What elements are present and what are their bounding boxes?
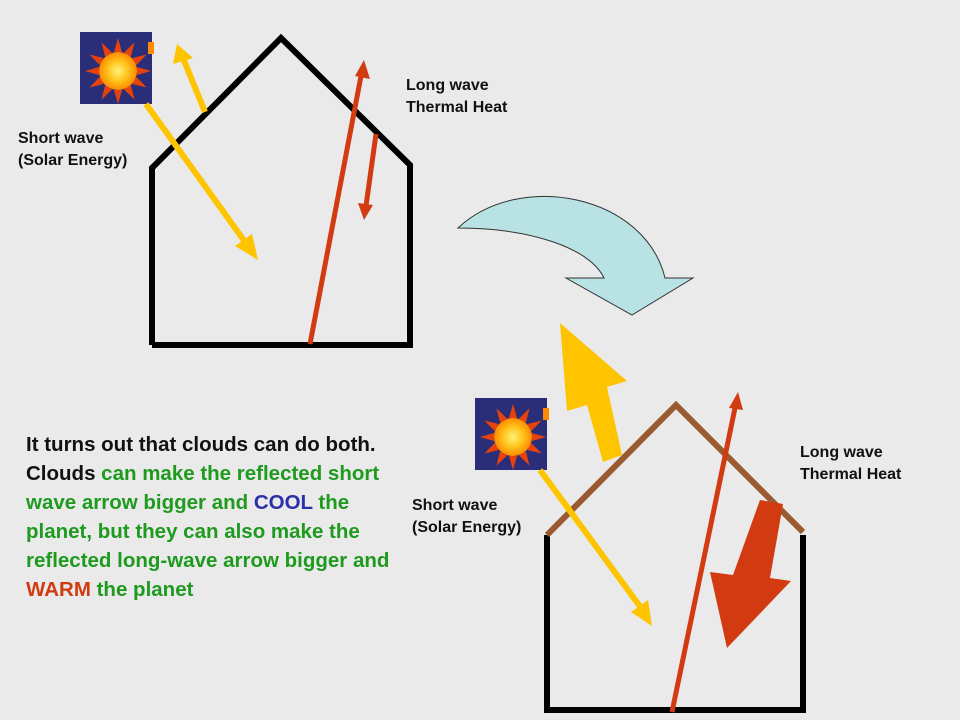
long-wave-outgoing-arrow-top (307, 60, 370, 345)
long-wave-return-arrow-top (358, 133, 379, 220)
short-wave-label-top: Short wave (Solar Energy) (18, 130, 128, 169)
short-wave-incoming-arrow-top (143, 102, 258, 260)
sun-icon-bottom (475, 398, 549, 470)
long-wave-return-big-arrow (710, 500, 791, 648)
short-wave-incoming-arrow-bottom (537, 468, 652, 626)
explanation-green-text-2: the planet, but they can also make the r… (26, 491, 390, 572)
long-wave-outgoing-arrow-bottom (669, 392, 743, 713)
explanation-green-text: can make the reflected short wave arrow … (26, 462, 380, 514)
explanation-green-text-3: the planet (90, 578, 194, 601)
long-wave-label-top: Long wave Thermal Heat (406, 77, 508, 116)
explanation-text: It turns out that clouds can do both. Cl… (26, 430, 396, 604)
warm-keyword: WARM (26, 578, 91, 601)
short-wave-reflected-arrow-top (173, 44, 208, 114)
house-top (149, 33, 413, 348)
long-wave-label-bottom: Long wave Thermal Heat (800, 444, 902, 483)
curved-arrow-icon (456, 196, 695, 316)
reflected-short-wave-big-arrow (560, 323, 627, 462)
cool-keyword: COOL (253, 491, 313, 514)
house-bottom (544, 400, 806, 713)
sun-icon-top (80, 32, 154, 104)
explanation-intro: It turns out that clouds can do both. Cl… (26, 433, 376, 485)
short-wave-label-bottom: Short wave (Solar Energy) (412, 497, 522, 536)
